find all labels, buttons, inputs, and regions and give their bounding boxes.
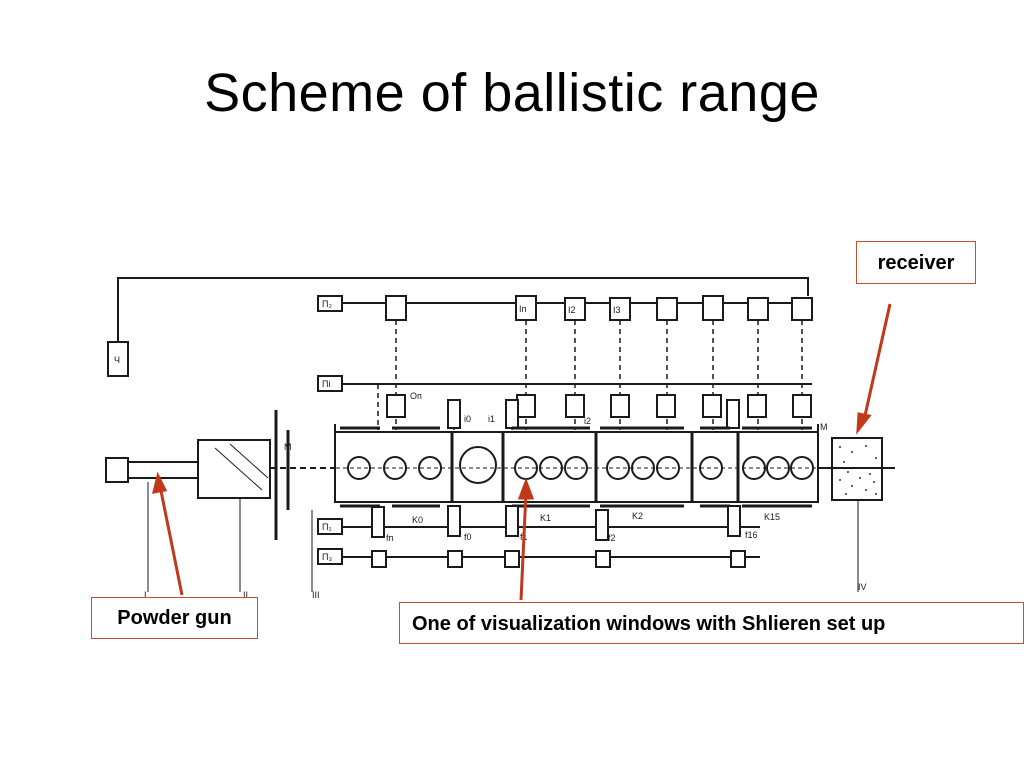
window-arrow bbox=[519, 491, 528, 601]
sensor-boxes bbox=[386, 394, 812, 429]
bus-top-label: П₂ bbox=[322, 299, 332, 309]
bus-mid-block bbox=[317, 375, 343, 392]
m-right-label: M bbox=[820, 422, 828, 432]
f16-label: f16 bbox=[745, 530, 758, 540]
f1-label: f0 bbox=[464, 532, 472, 542]
k15-label: K15 bbox=[764, 512, 780, 522]
slide-title: Scheme of ballistic range bbox=[204, 63, 820, 123]
generator-label: Ч bbox=[114, 355, 120, 365]
generator-block bbox=[107, 341, 129, 377]
bus-low1-label: П₁ bbox=[322, 522, 332, 532]
bus-top-block bbox=[317, 295, 343, 312]
roman-2-label: II bbox=[243, 590, 248, 600]
k0-label: K0 bbox=[412, 515, 423, 525]
bus-low1-block bbox=[317, 518, 343, 535]
gun-arrow bbox=[158, 485, 184, 596]
counter-0-label: Iп bbox=[519, 304, 527, 314]
i0-label: i0 bbox=[464, 414, 471, 424]
range-tube bbox=[334, 424, 819, 508]
receiver-block bbox=[818, 437, 895, 592]
i1-label: i1 bbox=[488, 414, 495, 424]
powder-gun bbox=[105, 410, 335, 592]
k2-label: K2 bbox=[632, 511, 643, 521]
roman-4-label: IV bbox=[858, 582, 867, 592]
bus-low2-label: П₃ bbox=[322, 552, 332, 562]
receiver-arrow bbox=[862, 303, 892, 421]
counter-1-label: I2 bbox=[568, 305, 576, 315]
top-counter-units bbox=[385, 295, 813, 321]
f0-label: fп bbox=[386, 533, 394, 543]
roman-3-label: III bbox=[312, 590, 320, 600]
m-left-label: M bbox=[284, 442, 292, 452]
receiver-callout: receiver bbox=[856, 241, 976, 284]
k1-label: K1 bbox=[540, 513, 551, 523]
f3-label: f2 bbox=[608, 533, 616, 543]
counter-2-label: I3 bbox=[613, 305, 621, 315]
visualization-window-callout: One of visualization windows with Shlier… bbox=[399, 602, 1024, 644]
bus-mid-label: Пi bbox=[322, 379, 330, 389]
roman-1-label: I bbox=[144, 590, 147, 600]
lower-units bbox=[371, 505, 746, 568]
powder-gun-callout: Powder gun bbox=[91, 597, 258, 639]
bus-low2-block bbox=[317, 548, 343, 565]
on-label: Оп bbox=[410, 391, 422, 401]
i2-label: i2 bbox=[584, 416, 591, 426]
